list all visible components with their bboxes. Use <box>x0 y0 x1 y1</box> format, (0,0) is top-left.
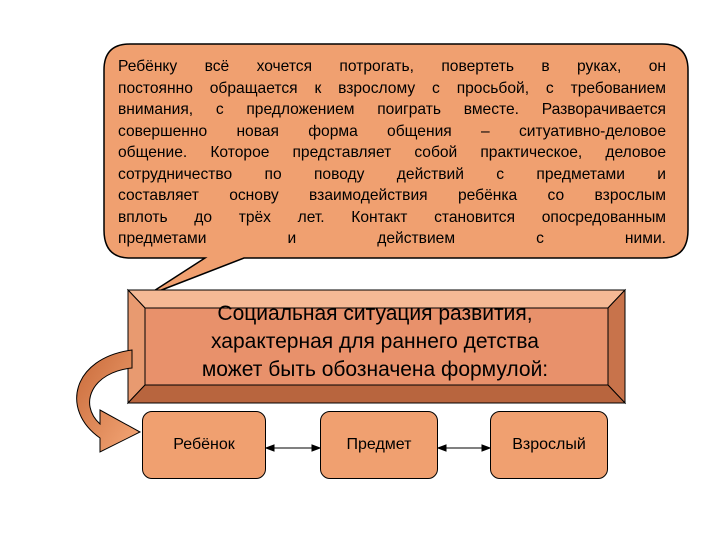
speech-bubble-text: Ребёнку всё хочется потрогать, повертеть… <box>118 56 666 252</box>
bubble-line: общение. Которое представляет собой прак… <box>118 144 666 161</box>
node-child: Ребёнок <box>142 411 266 479</box>
bubble-line: внимания, с предложением поиграть вместе… <box>118 101 666 118</box>
curved-arrow <box>76 349 142 453</box>
bubble-line: Ребёнку всё хочется потрогать, повертеть… <box>118 58 666 75</box>
node-object: Предмет <box>320 411 438 479</box>
bubble-line: вплоть до трёх лет. Контакт становится о… <box>118 208 666 226</box>
bubble-line: постоянно обращается к взрослому с прось… <box>118 79 666 97</box>
formula-line: характерная для раннего детства <box>211 330 539 353</box>
bubble-line: сотрудничество по поводу действий с пред… <box>118 165 666 183</box>
node-adult: Взрослый <box>490 411 608 479</box>
formula-title: Социальная ситуация развития, характерна… <box>150 300 600 388</box>
connector-object-adult <box>436 444 492 452</box>
speech-bubble-shape <box>103 43 689 297</box>
bubble-line: составляет основу взаимодействия ребёнка… <box>118 187 666 204</box>
formula-line: Социальная ситуация развития, <box>217 302 533 325</box>
formula-line: может быть обозначена формулой: <box>201 358 549 381</box>
bubble-line: предметами и действием с ними. <box>118 230 666 247</box>
bubble-line: совершенно новая форма общения – ситуати… <box>118 122 666 140</box>
connector-child-object <box>264 444 322 452</box>
formula-frame <box>126 288 627 405</box>
